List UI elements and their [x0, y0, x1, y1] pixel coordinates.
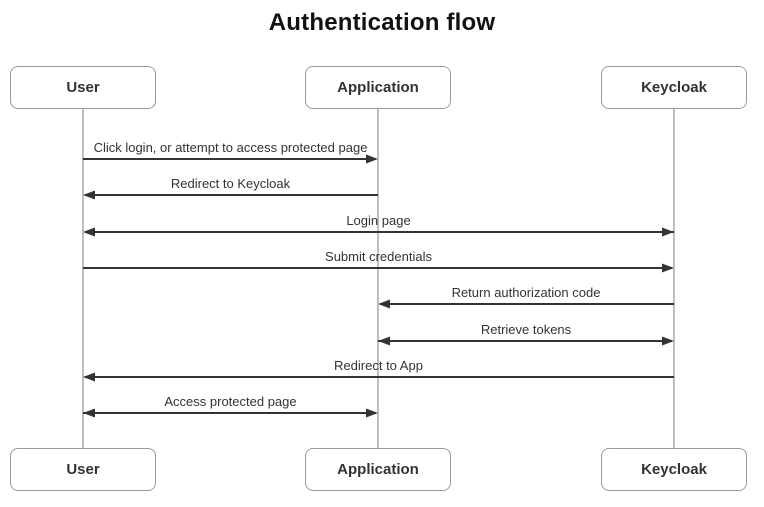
arrowhead-to-keycloak	[662, 227, 674, 237]
message-label-4: Return authorization code	[451, 285, 601, 300]
arrowhead-to-user	[83, 372, 95, 382]
message-label-0: Click login, or attempt to access protec…	[93, 140, 368, 155]
message-label-3: Submit credentials	[325, 249, 432, 264]
actor-box-application-bottom: Application	[305, 448, 451, 491]
actor-box-user-bottom: User	[10, 448, 156, 491]
diagram-title: Authentication flow	[268, 9, 496, 36]
actor-label: User	[66, 461, 100, 478]
actor-label: User	[66, 79, 100, 96]
arrowhead-to-application	[366, 408, 378, 418]
message-label-6: Redirect to App	[334, 358, 423, 373]
arrowhead-to-application	[378, 336, 390, 346]
arrowhead-to-keycloak	[662, 336, 674, 346]
actor-box-keycloak-top: Keycloak	[601, 66, 747, 109]
message-label-7: Access protected page	[164, 394, 297, 409]
message-label-2: Login page	[346, 213, 411, 228]
actor-box-keycloak-bottom: Keycloak	[601, 448, 747, 491]
arrowhead-to-keycloak	[662, 263, 674, 273]
actor-label: Keycloak	[641, 79, 707, 96]
arrowhead-to-user	[83, 227, 95, 237]
message-label-5: Retrieve tokens	[480, 322, 572, 337]
actor-label: Application	[337, 461, 419, 478]
actor-label: Application	[337, 79, 419, 96]
actor-box-user-top: User	[10, 66, 156, 109]
arrowhead-to-application	[378, 299, 390, 309]
actor-box-application-top: Application	[305, 66, 451, 109]
message-label-1: Redirect to Keycloak	[170, 176, 291, 191]
arrowhead-to-application	[366, 154, 378, 164]
arrowhead-to-user	[83, 408, 95, 418]
actor-label: Keycloak	[641, 461, 707, 478]
arrowhead-to-user	[83, 190, 95, 200]
